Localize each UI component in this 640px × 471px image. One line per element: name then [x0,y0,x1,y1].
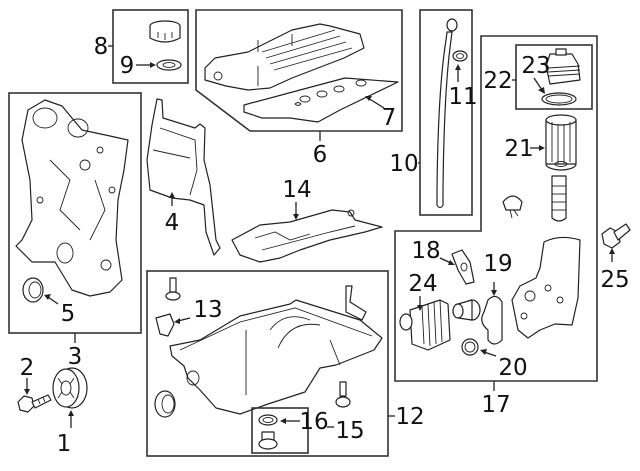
part-filter-housing[interactable] [511,236,581,339]
part-cooler-gasket[interactable] [481,295,503,345]
callout-3[interactable]: 3 [68,344,83,370]
part-oil-filler-cap[interactable] [149,20,181,43]
callout-11[interactable]: 11 [448,84,477,110]
group-box-17 [394,35,598,382]
group-box-6 [195,9,403,132]
callout-14[interactable]: 14 [282,177,311,203]
group-box-15 [251,407,309,454]
callout-12[interactable]: 12 [395,404,424,430]
group-dipstick [418,9,473,216]
callout-21[interactable]: 21 [504,136,533,162]
callout-22[interactable]: 22 [483,68,512,94]
group-oil-pan [146,270,395,457]
callout-8[interactable]: 8 [94,34,109,60]
part-oil-filter-element[interactable] [545,114,577,171]
part-check-valve[interactable] [502,195,523,219]
callout-19[interactable]: 19 [483,251,512,277]
part-cooler-adapter[interactable] [452,299,481,321]
group-box-10 [419,9,473,216]
group-valve-cover [195,9,403,141]
callout-2[interactable]: 2 [20,355,35,381]
part-valve-cover[interactable] [204,23,365,91]
part-front-crank-seal[interactable] [22,277,44,303]
callout-20[interactable]: 20 [498,355,527,381]
callout-23[interactable]: 23 [521,53,550,79]
group-oil-filter-housing [394,35,598,391]
part-dipstick-o-ring[interactable] [452,50,468,62]
part-pan-insert[interactable] [155,313,175,337]
part-housing-gasket[interactable] [451,249,475,285]
part-pan-bolt-2[interactable] [335,381,351,408]
group-box-12 [146,270,389,457]
callout-4[interactable]: 4 [165,210,180,236]
callout-17[interactable]: 17 [481,392,510,418]
part-pan-bracket[interactable] [345,285,367,321]
part-cap-seal[interactable] [156,59,182,71]
callout-24[interactable]: 24 [408,271,437,297]
part-pan-seal[interactable] [154,390,176,418]
callout-18[interactable]: 18 [411,238,440,264]
part-o-ring-20[interactable] [461,338,479,356]
part-timing-cover-gasket[interactable] [146,98,221,256]
part-oil-pan[interactable] [169,299,383,415]
callout-7[interactable]: 7 [382,105,397,131]
part-oil-pressure-sensor[interactable] [601,223,631,249]
part-dipstick[interactable] [436,18,458,209]
group-timing-cover [8,92,142,343]
callout-15[interactable]: 15 [335,418,364,444]
callout-5[interactable]: 5 [61,301,76,327]
part-timing-cover[interactable] [15,99,129,297]
group-filler-cap [108,9,189,84]
part-drain-plug[interactable] [258,431,278,450]
part-filter-cap[interactable] [545,48,581,85]
group-box-22 [515,44,593,110]
part-valve-cover-gasket[interactable] [243,77,399,123]
part-drain-plug-gasket[interactable] [258,414,278,426]
callout-16[interactable]: 16 [299,409,328,435]
callout-9[interactable]: 9 [120,53,135,79]
part-pulley-bolt[interactable] [17,394,52,413]
callout-1[interactable]: 1 [57,431,72,457]
part-filter-standpipe[interactable] [551,175,567,222]
part-crankshaft-pulley[interactable] [52,367,88,409]
part-filter-cap-o-ring[interactable] [541,92,577,106]
part-oil-pan-baffle[interactable] [231,209,383,263]
callout-13[interactable]: 13 [193,297,222,323]
group-drain-plug [251,407,334,454]
callout-25[interactable]: 25 [600,267,629,293]
callout-6[interactable]: 6 [313,142,328,168]
part-pan-bolt[interactable] [165,277,181,301]
callout-10[interactable]: 10 [389,151,418,177]
part-oil-cooler[interactable] [399,299,451,351]
